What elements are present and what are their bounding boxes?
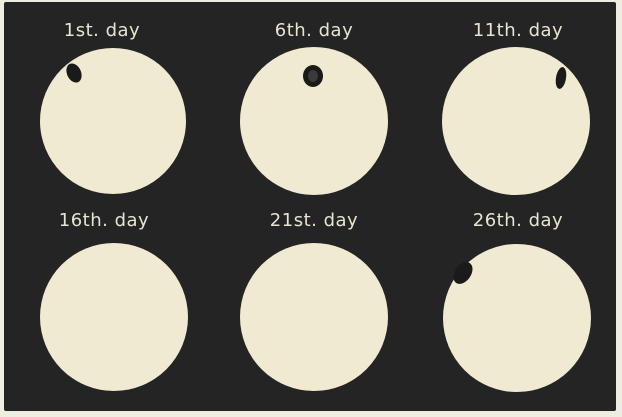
panel-day-6: 6th. day	[214, 20, 414, 220]
sun-disc-icon	[418, 20, 618, 220]
sun-disc-icon	[10, 20, 210, 220]
sun-disc	[40, 48, 186, 194]
sun-disc-icon	[214, 20, 414, 220]
panel-day-16: 16th. day	[10, 210, 210, 410]
panel-day-11: 11th. day	[418, 20, 618, 220]
panel-day-21: 21st. day	[214, 210, 414, 410]
dark-panel: 1st. day 6th. day 11th. day 16th. day	[4, 2, 616, 411]
sun-disc-icon	[10, 210, 210, 410]
sun-disc-icon	[214, 210, 414, 410]
sun-disc	[240, 243, 388, 391]
panel-day-1: 1st. day	[10, 20, 210, 220]
sun-disc-icon	[418, 210, 618, 410]
sun-disc	[40, 243, 188, 391]
panel-day-26: 26th. day	[418, 210, 618, 410]
sun-disc	[442, 47, 590, 195]
